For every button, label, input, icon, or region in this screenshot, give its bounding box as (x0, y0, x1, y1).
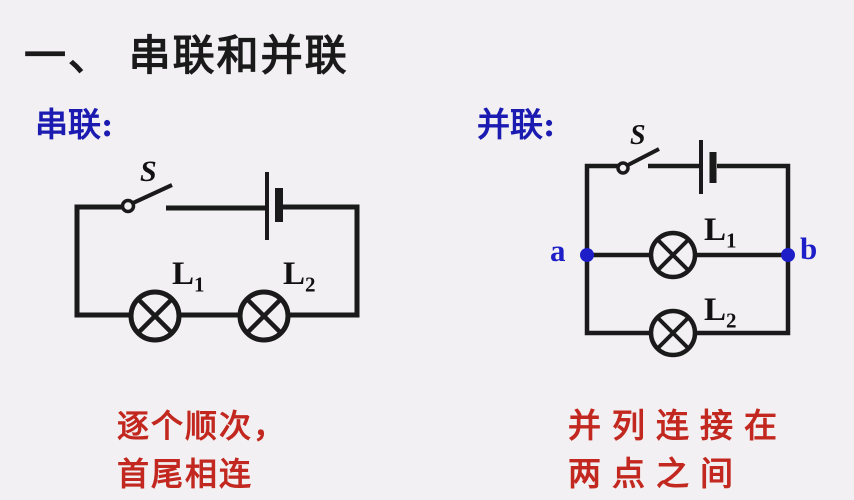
parallel-caption-line2: 两点之间 (568, 454, 744, 493)
series-wire-loop (74, 204, 360, 318)
lamp-label-base: L (283, 256, 306, 292)
series-lamp2-label: L2 (283, 256, 316, 295)
parallel-heading: 并联: (477, 105, 556, 144)
parallel-lamp1-label: L1 (704, 212, 737, 251)
battery-icon (265, 172, 283, 240)
node-b-label: b (800, 231, 818, 266)
parallel-switch-label: S (630, 120, 646, 151)
lamp-label-sub: 1 (726, 228, 737, 253)
switch-icon (616, 147, 660, 175)
node-b-dot (781, 248, 795, 262)
battery-icon (699, 140, 717, 194)
lamp-label-sub: 2 (726, 308, 737, 333)
lamp-label-sub: 2 (305, 272, 316, 297)
series-lamp1-label: L1 (172, 256, 205, 295)
parallel-caption-line1: 并列连接在 (568, 406, 788, 445)
lamp-label-sub: 1 (194, 272, 205, 297)
series-caption-line1: 逐个顺次， (117, 407, 288, 445)
lamp-label-base: L (172, 256, 195, 292)
series-circuit-diagram (74, 172, 360, 343)
lamp-label-base: L (704, 212, 727, 248)
node-a-label: a (550, 233, 566, 268)
series-caption: 逐个顺次， 首尾相连 (117, 402, 287, 498)
lamp-icon (237, 289, 291, 343)
parallel-lamp2-label: L2 (704, 292, 737, 331)
node-a-dot (580, 248, 594, 262)
lamp-label-base: L (704, 292, 727, 328)
series-heading: 串联: (35, 105, 114, 144)
parallel-circuit-diagram (580, 140, 795, 358)
lamp-icon (648, 308, 698, 358)
parallel-caption: 并列连接在 两点之间 (568, 402, 788, 498)
page-title: 一、 串联和并联 (24, 31, 349, 80)
series-switch-label: S (140, 155, 157, 188)
series-caption-line2: 首尾相连 (117, 455, 254, 493)
lamp-icon (648, 230, 698, 280)
lamp-icon (128, 289, 182, 343)
switch-icon (120, 183, 173, 214)
